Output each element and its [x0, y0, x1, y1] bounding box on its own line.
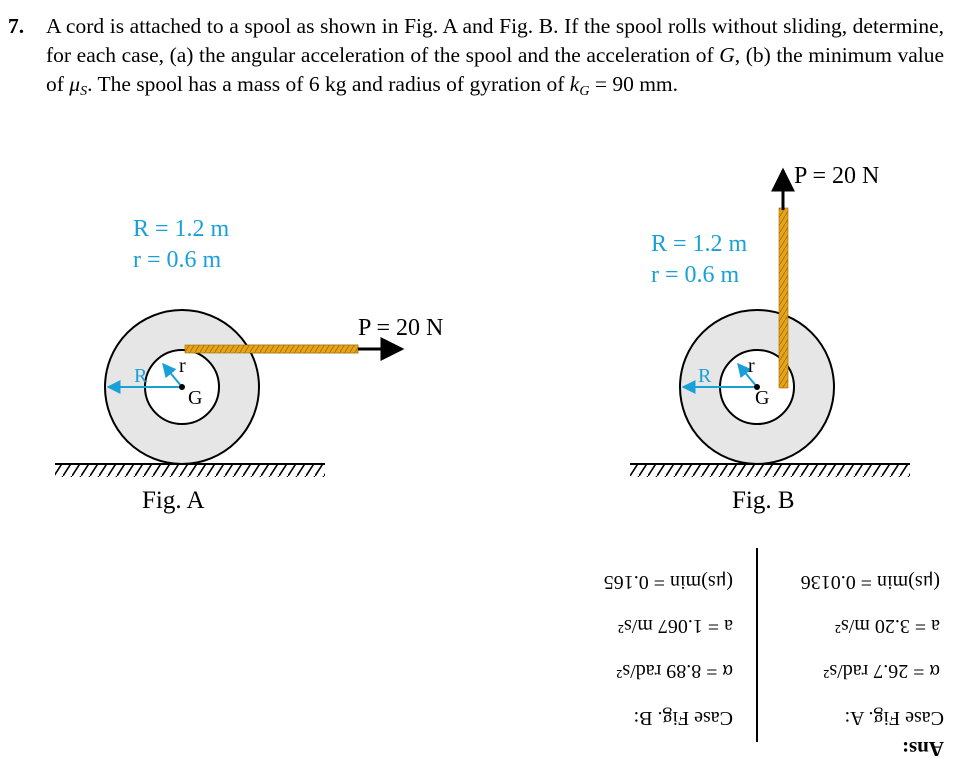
- case-b-mu: (μs)min = 0.165: [604, 571, 733, 593]
- case-a-title: Case Fig. A:: [845, 707, 944, 729]
- fig-a-center-G: [179, 384, 185, 390]
- case-a-mu: (μs)min = 0.0136: [801, 571, 940, 593]
- answers-block: Ans: Case Fig. A: α = 26.7 rad/s² a = 3.…: [604, 571, 944, 758]
- fig-a-ground-hatch: [55, 464, 325, 477]
- fig-b-ground-hatch: [630, 464, 910, 477]
- fig-b-r-arrow: [737, 362, 758, 388]
- fig-b-R-marker: R: [698, 365, 712, 387]
- problem-text: A cord is attached to a spool as shown i…: [46, 14, 945, 99]
- fig-a-caption: Fig. A: [142, 487, 205, 514]
- case-b-title: Case Fig. B:: [634, 707, 733, 729]
- fig-b-r-label: r = 0.6 m: [651, 262, 740, 288]
- fig-b-r-marker: r: [748, 355, 755, 377]
- case-a-accel: a = 3.20 m/s²: [835, 615, 940, 637]
- answers-heading: Ans:: [902, 737, 944, 758]
- case-b-accel: a = 1.067 m/s²: [618, 615, 733, 637]
- fig-a-cord-front: [184, 344, 359, 354]
- fig-a-R-label: R = 1.2 m: [133, 216, 230, 242]
- figure-b: R = 1.2 m r = 0.6 m R r G P = 20 N Fig. …: [630, 163, 910, 514]
- fig-b-cord: [778, 207, 789, 389]
- fig-a-R-marker: R: [134, 365, 148, 387]
- figure-a: R = 1.2 m r = 0.6 m R r G P = 20 N Fig. …: [55, 216, 443, 514]
- problem-number: 7.: [8, 14, 25, 38]
- case-a-alpha: α = 26.7 rad/s²: [823, 660, 940, 682]
- fig-b-center-G: [754, 384, 760, 390]
- fig-b-G-marker: G: [755, 387, 769, 409]
- fig-a-r-arrow: [162, 362, 183, 388]
- case-b-alpha: α = 8.89 rad/s²: [616, 660, 733, 682]
- fig-a-r-marker: r: [179, 355, 186, 377]
- fig-b-caption: Fig. B: [732, 487, 795, 514]
- fig-a-r-label: r = 0.6 m: [133, 247, 222, 273]
- fig-a-force-label: P = 20 N: [358, 315, 443, 341]
- fig-b-force-label: P = 20 N: [794, 163, 879, 189]
- fig-a-G-marker: G: [188, 387, 202, 409]
- fig-b-R-label: R = 1.2 m: [651, 231, 748, 257]
- problem-statement: 7. A cord is attached to a spool as show…: [8, 12, 944, 106]
